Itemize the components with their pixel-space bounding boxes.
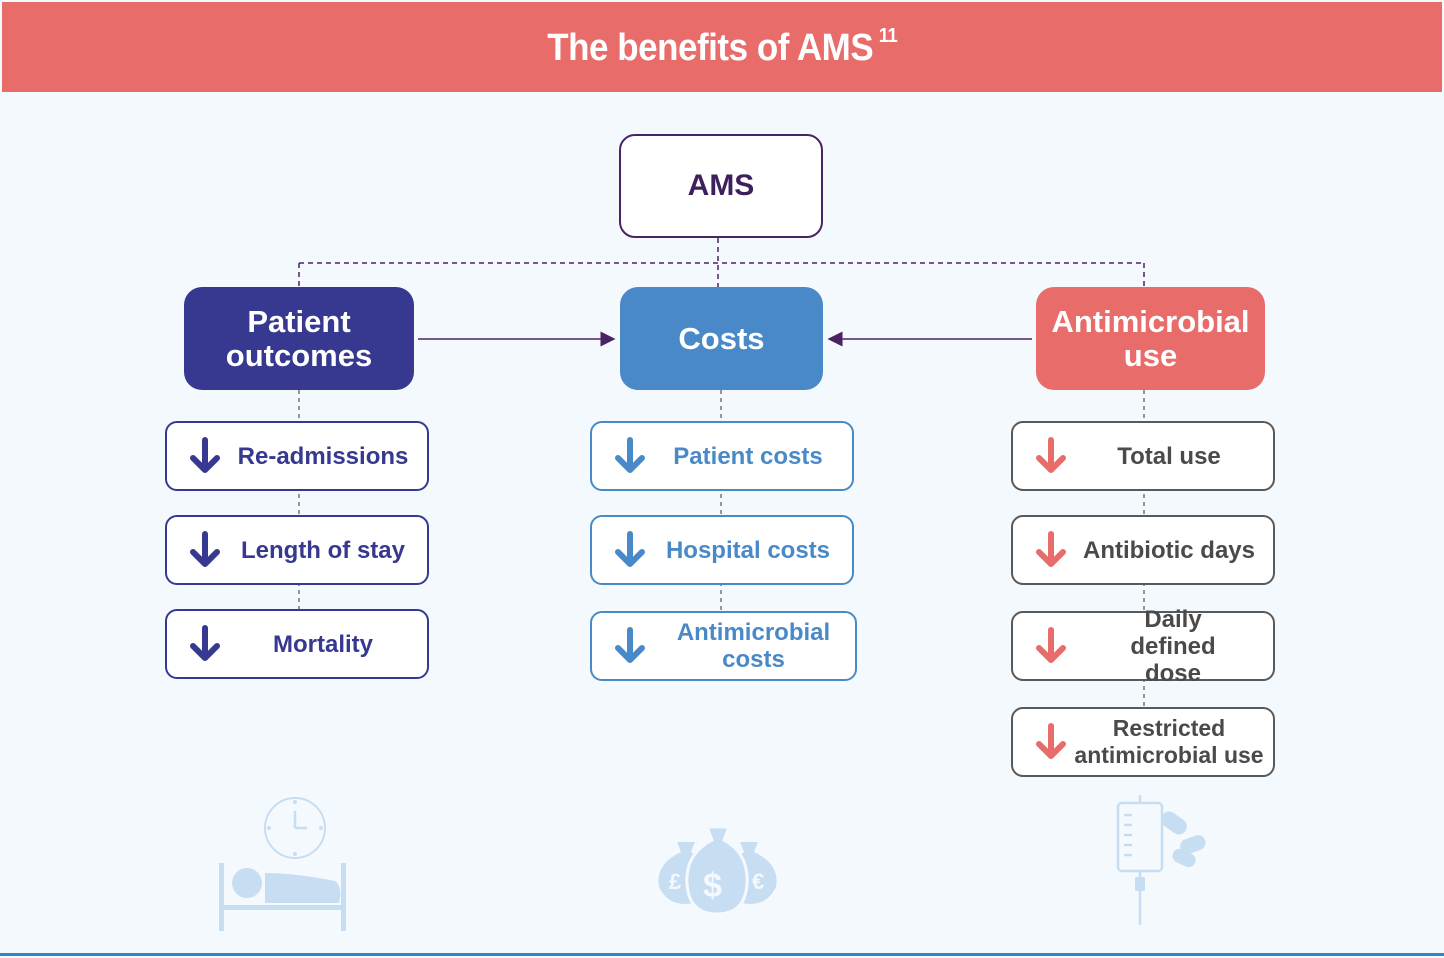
svg-text:£: £ [669, 869, 682, 894]
category-costs: Costs [620, 287, 823, 390]
item-label: Length of stay [240, 536, 405, 564]
down-arrow-icon [1036, 627, 1066, 663]
item-re-admissions: Re-admissions [165, 421, 429, 491]
item-patient-costs: Patient costs [590, 421, 854, 491]
item-antimicrobial-costs: Antimicrobial costs [590, 611, 857, 681]
down-arrow-icon [1036, 531, 1066, 567]
item-label: Total use [1117, 442, 1221, 470]
category-label: Antimicrobial use [1051, 303, 1250, 373]
item-total-use: Total use [1011, 421, 1275, 491]
category-patient-outcomes: Patient outcomes [184, 287, 414, 390]
down-arrow-icon [1036, 437, 1066, 473]
down-arrow-icon [615, 627, 645, 663]
down-arrow-icon [615, 437, 645, 473]
down-arrow-icon [1036, 723, 1066, 759]
money-bags-icon: £ € $ [658, 825, 777, 916]
category-label: Patient outcomes [225, 303, 373, 373]
item-label: Antimicrobial costs [676, 619, 831, 673]
item-label: Daily defined dose [1130, 605, 1216, 687]
item-length-of-stay: Length of stay [165, 515, 429, 585]
title-superscript: 11 [878, 24, 898, 47]
hospital-bed-clock-icon [219, 797, 346, 931]
item-label: Patient costs [673, 442, 823, 470]
item-antibiotic-days: Antibiotic days [1011, 515, 1275, 585]
bottom-rule [0, 953, 1444, 956]
category-label: Costs [678, 320, 765, 356]
down-arrow-icon [615, 531, 645, 567]
category-antimicrobial-use: Antimicrobial use [1036, 287, 1265, 390]
item-label: Mortality [272, 630, 373, 658]
iv-drip-pills-icon [1116, 795, 1206, 925]
item-restricted-antimicrobial-use: Restricted antimicrobial use [1011, 707, 1275, 777]
item-label: Hospital costs [665, 536, 831, 564]
root-node-ams: AMS [619, 134, 823, 238]
down-arrow-icon [190, 531, 220, 567]
item-label: Re-admissions [237, 442, 409, 470]
down-arrow-icon [190, 437, 220, 473]
item-label: Antibiotic days [1082, 536, 1256, 564]
svg-text:$: $ [703, 867, 722, 905]
item-mortality: Mortality [165, 609, 429, 679]
item-daily-defined-dose: Daily defined dose [1011, 606, 1275, 687]
item-hospital-costs: Hospital costs [590, 515, 854, 585]
down-arrow-icon [190, 625, 220, 661]
svg-text:€: € [752, 869, 764, 894]
root-label: AMS [687, 169, 755, 202]
item-label: Restricted antimicrobial use [1074, 715, 1264, 768]
